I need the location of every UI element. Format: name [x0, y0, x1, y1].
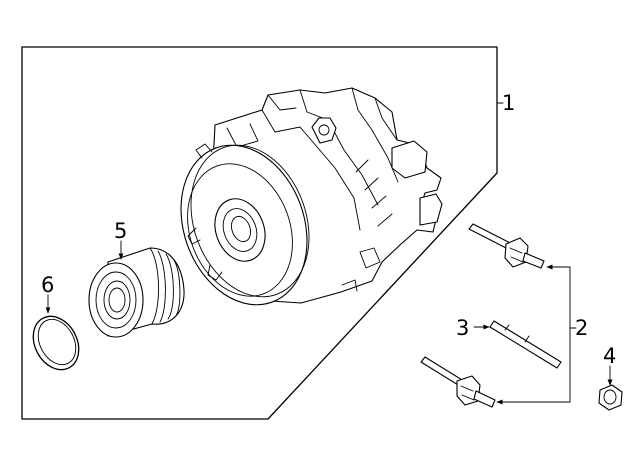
o-ring-illustration	[32, 315, 80, 371]
alternator-illustration	[180, 87, 443, 306]
assembly-frame	[21, 46, 498, 420]
callout-5: 5	[114, 219, 127, 243]
bolt-upper-illustration	[468, 223, 545, 269]
nut-illustration	[598, 384, 623, 411]
pulley-illustration	[88, 247, 185, 338]
bolt-lower-illustration	[420, 356, 496, 408]
callout-1: 1	[502, 91, 515, 115]
callout-6: 6	[41, 273, 54, 297]
callout-2: 2	[575, 316, 588, 340]
callout-3: 3	[456, 316, 469, 340]
callout-4: 4	[603, 344, 616, 368]
stud-illustration	[489, 320, 562, 369]
